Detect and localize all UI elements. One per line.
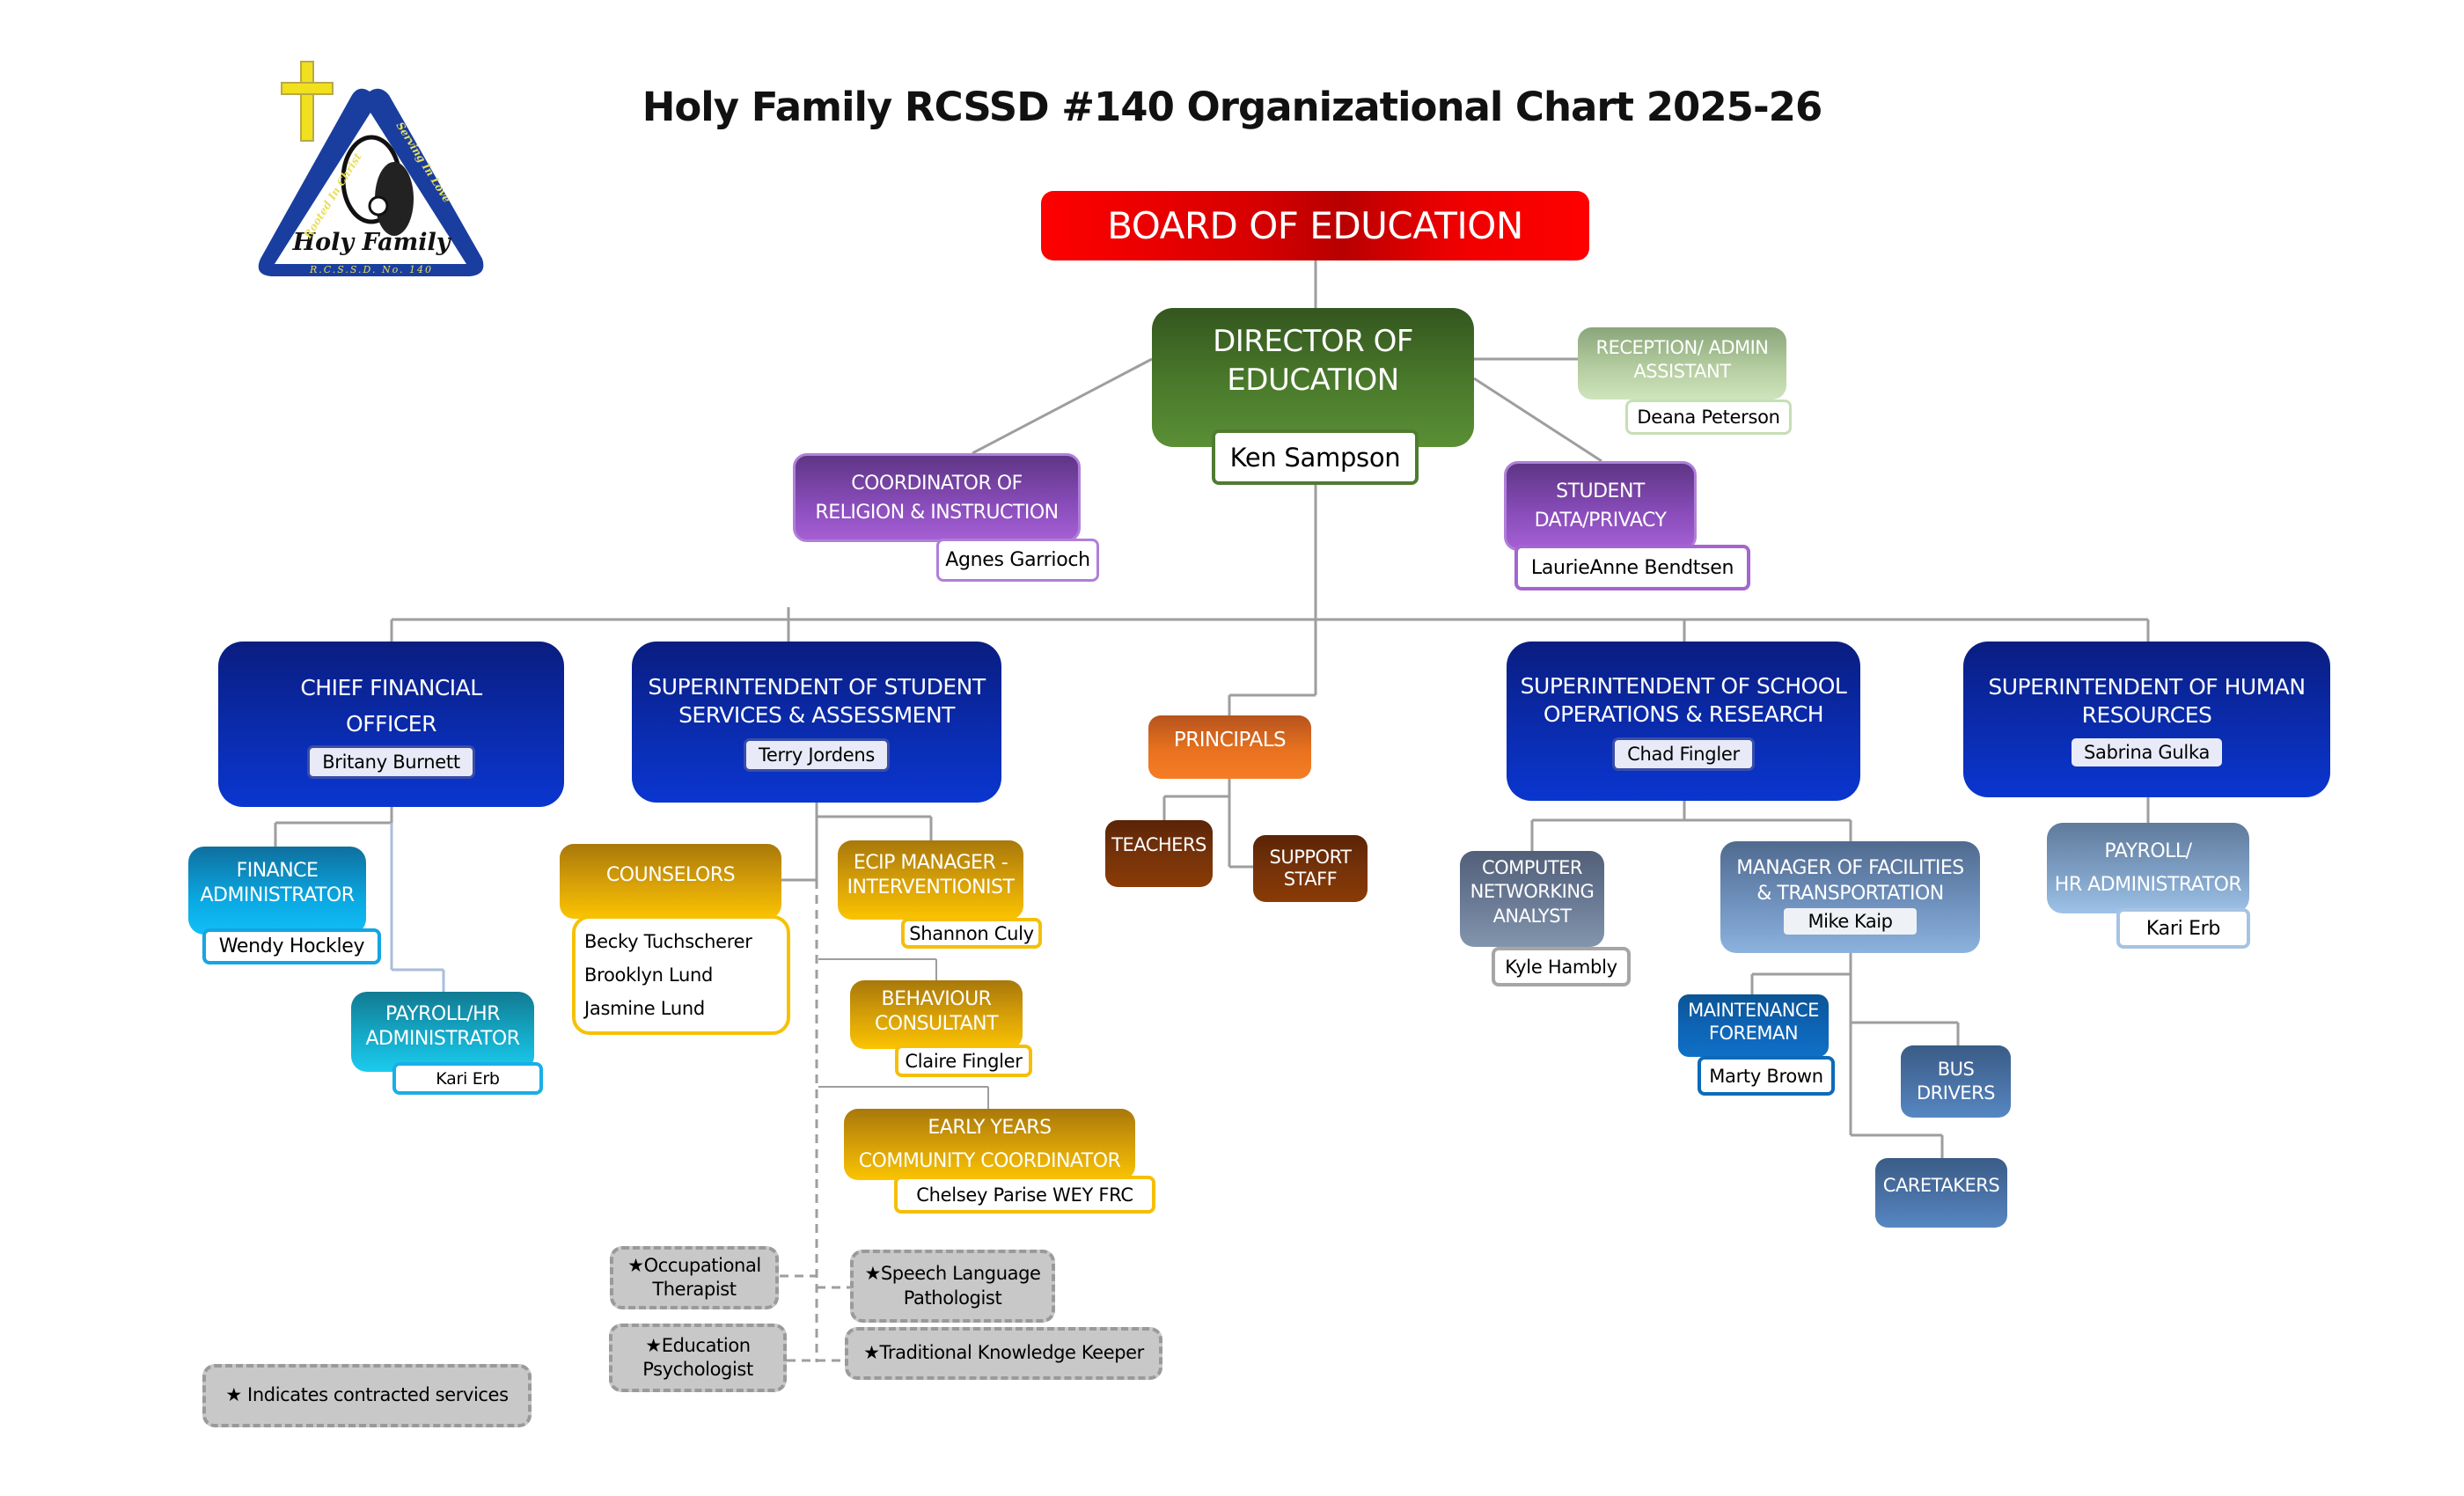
contracted-speech-language-pathologist: ★Speech Language Pathologist xyxy=(850,1250,1055,1323)
maintenance-name: Marty Brown xyxy=(1698,1056,1835,1096)
finance-admin-box: FINANCE ADMINISTRATOR xyxy=(188,847,366,935)
coordinator-name: Agnes Garrioch xyxy=(936,539,1099,582)
cfo-box: CHIEF FINANCIAL OFFICER Britany Burnett xyxy=(218,642,564,807)
early-years-box: EARLY YEARS COMMUNITY COORDINATOR xyxy=(844,1109,1135,1180)
finance-admin-title: FINANCE ADMINISTRATOR xyxy=(200,860,355,907)
networking-box: COMPUTER NETWORKING ANALYST xyxy=(1460,851,1604,947)
behaviour-title: BEHAVIOUR CONSULTANT xyxy=(874,988,999,1036)
early-years-title: EARLY YEARS COMMUNITY COORDINATOR xyxy=(858,1117,1121,1172)
director-title: DIRECTOR OF EDUCATION xyxy=(1213,324,1413,398)
finance-admin-name: Wendy Hockley xyxy=(202,928,381,964)
ecip-title: ECIP MANAGER - INTERVENTIONIST xyxy=(847,852,1015,899)
page-title: Holy Family RCSSD #140 Organizational Ch… xyxy=(642,84,1823,130)
board-title: BOARD OF EDUCATION xyxy=(1107,203,1523,247)
hr-payroll-box: PAYROLL/ HR ADMINISTRATOR xyxy=(2047,823,2249,913)
school-operations-box: SUPERINTENDENT OF SCHOOL OPERATIONS & RE… xyxy=(1507,642,1860,801)
coordinator-box: COORDINATOR OF RELIGION & INSTRUCTION xyxy=(793,453,1081,542)
behaviour-box: BEHAVIOUR CONSULTANT xyxy=(850,980,1023,1049)
bus-drivers-box: BUS DRIVERS xyxy=(1901,1045,2011,1118)
support-staff-title: SUPPORT STAFF xyxy=(1269,846,1352,890)
counselor-name: Jasmine Lund xyxy=(584,998,705,1019)
director-name: Ken Sampson xyxy=(1212,429,1419,485)
logo-name: Holy Family xyxy=(292,229,452,256)
reception-title: RECEPTION/ ADMIN ASSISTANT xyxy=(1595,337,1769,382)
student-data-box: STUDENT DATA/PRIVACY xyxy=(1504,461,1697,551)
cfo-payroll-box: PAYROLL/HR ADMINISTRATOR xyxy=(351,992,534,1072)
ecip-box: ECIP MANAGER - INTERVENTIONIST xyxy=(838,840,1023,920)
contracted-traditional-knowledge-keeper: ★Traditional Knowledge Keeper xyxy=(845,1327,1162,1380)
principals-box: PRINCIPALS xyxy=(1148,715,1311,779)
teachers-box: TEACHERS xyxy=(1105,820,1213,887)
counselor-name: Brooklyn Lund xyxy=(584,964,714,986)
reception-name: Deana Peterson xyxy=(1625,400,1792,435)
logo-subtitle: R.C.S.S.D. No. 140 xyxy=(309,264,433,275)
networking-title: COMPUTER NETWORKING ANALYST xyxy=(1470,857,1595,927)
support-staff-box: SUPPORT STAFF xyxy=(1253,835,1368,902)
facilities-name: Mike Kaip xyxy=(1783,908,1918,935)
cfo-title: CHIEF FINANCIAL OFFICER xyxy=(300,674,482,737)
hr-payroll-name: Kari Erb xyxy=(2116,908,2250,949)
principals-title: PRINCIPALS xyxy=(1173,729,1287,752)
hr-payroll-title: PAYROLL/ HR ADMINISTRATOR xyxy=(2054,840,2242,896)
contracted-occupational-therapist: ★Occupational Therapist xyxy=(610,1246,779,1309)
counselors-title: COUNSELORS xyxy=(605,864,736,886)
connector-director-studentdata xyxy=(1473,377,1602,463)
teachers-title: TEACHERS xyxy=(1111,834,1206,855)
contracted-education-psychologist: ★Education Psychologist xyxy=(609,1324,787,1392)
networking-name: Kyle Hambly xyxy=(1492,947,1631,986)
counselors-list: Becky Tuchscherer Brooklyn Lund Jasmine … xyxy=(572,915,790,1035)
cfo-payroll-title: PAYROLL/HR ADMINISTRATOR xyxy=(365,1003,520,1051)
caretakers-box: CARETAKERS xyxy=(1875,1158,2007,1228)
school-operations-title: SUPERINTENDENT OF SCHOOL OPERATIONS & RE… xyxy=(1520,672,1847,727)
student-services-name: Terry Jordens xyxy=(743,737,891,772)
facilities-title: MANAGER OF FACILITIES & TRANSPORTATION xyxy=(1736,856,1964,905)
counselor-name: Becky Tuchscherer xyxy=(584,931,752,952)
connector-director-coordinator xyxy=(972,357,1153,455)
reception-box: RECEPTION/ ADMIN ASSISTANT xyxy=(1578,327,1786,400)
counselors-box: COUNSELORS xyxy=(560,844,781,919)
student-data-title: STUDENT DATA/PRIVACY xyxy=(1534,480,1667,532)
human-resources-title: SUPERINTENDENT OF HUMAN RESOURCES xyxy=(1988,673,2306,728)
cfo-payroll-name: Kari Erb xyxy=(392,1062,543,1095)
school-operations-name: Chad Fingler xyxy=(1612,737,1755,771)
cfo-name: Britany Burnett xyxy=(307,745,475,780)
holy-family-logo: Holy Family R.C.S.S.D. No. 140 Rooted In… xyxy=(258,61,484,276)
student-services-box: SUPERINTENDENT OF STUDENT SERVICES & ASS… xyxy=(632,642,1001,803)
bus-drivers-title: BUS DRIVERS xyxy=(1916,1058,1996,1104)
early-years-name: Chelsey Parise WEY FRC xyxy=(894,1176,1155,1214)
ecip-name: Shannon Culy xyxy=(901,918,1042,949)
student-data-name: LaurieAnne Bendtsen xyxy=(1514,545,1750,590)
board-of-education-box: BOARD OF EDUCATION xyxy=(1041,191,1589,260)
contracted-services-legend: ★ Indicates contracted services xyxy=(202,1364,532,1427)
facilities-box: MANAGER OF FACILITIES & TRANSPORTATION M… xyxy=(1720,841,1980,953)
cross-icon xyxy=(281,61,334,142)
coordinator-title: COORDINATOR OF RELIGION & INSTRUCTION xyxy=(815,472,1059,524)
behaviour-name: Claire Fingler xyxy=(895,1045,1032,1077)
human-resources-name: Sabrina Gulka xyxy=(2071,737,2223,766)
maintenance-box: MAINTENANCE FOREMAN xyxy=(1678,994,1829,1057)
director-box: DIRECTOR OF EDUCATION xyxy=(1152,308,1474,447)
maintenance-title: MAINTENANCE FOREMAN xyxy=(1688,1000,1819,1045)
human-resources-box: SUPERINTENDENT OF HUMAN RESOURCES Sabrin… xyxy=(1963,642,2330,797)
student-services-title: SUPERINTENDENT OF STUDENT SERVICES & ASS… xyxy=(648,673,986,728)
caretakers-title: CARETAKERS xyxy=(1882,1175,2000,1196)
